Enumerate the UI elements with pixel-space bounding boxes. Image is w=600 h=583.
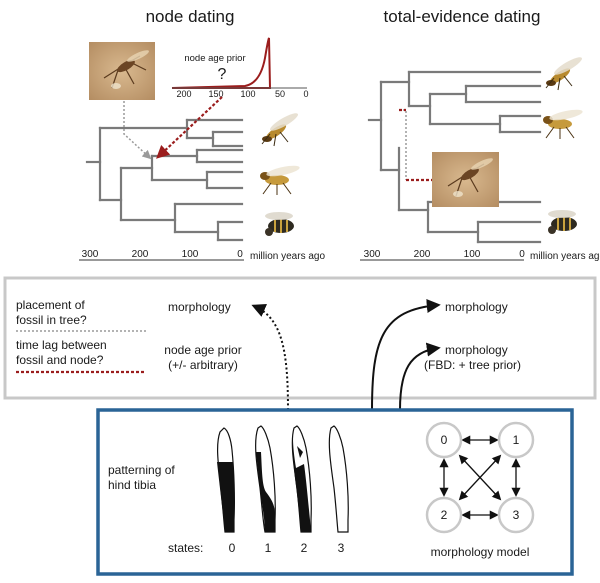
state-3: 3 — [338, 541, 345, 555]
nd-prior-2: (+/- arbitrary) — [168, 358, 238, 372]
model-node-3-label: 3 — [513, 508, 520, 522]
fossil-tip-branch-red — [399, 108, 432, 182]
axis-tick-label: 200 — [176, 89, 191, 99]
character-name-2: hind tibia — [108, 478, 156, 492]
axis-tick-label: 0 — [237, 249, 243, 260]
character-name-1: patterning of — [108, 463, 175, 477]
title-node-dating: node dating — [146, 7, 235, 26]
model-node-1 — [497, 421, 535, 459]
hind-tibia-icon — [255, 425, 276, 533]
arrow-to-nd-morphology — [251, 303, 289, 411]
axis-tick-label: 100 — [464, 249, 481, 260]
te-morphology: morphology — [445, 300, 508, 314]
fossil-placement-arrow — [123, 101, 152, 160]
state-2: 2 — [301, 541, 308, 555]
hind-tibia-icon — [216, 427, 235, 533]
state-1: 1 — [265, 541, 272, 555]
model-node-0 — [425, 421, 463, 459]
model-node-0-label: 0 — [441, 433, 448, 447]
comparison-panel — [3, 276, 597, 400]
axis-tick-label: 300 — [82, 249, 99, 260]
model-node-3 — [497, 496, 535, 534]
wasp-photo-icon — [265, 212, 294, 236]
nd-morphology: morphology — [168, 300, 231, 314]
arrow-to-te-morphology-fbd — [399, 342, 441, 411]
right-time-axis: 300 200 100 0 million years ago — [360, 249, 600, 262]
model-label: morphology model — [431, 545, 530, 559]
prior-question: ? — [218, 66, 227, 83]
right-tree — [367, 70, 542, 244]
axis-tick-label: 150 — [208, 89, 223, 99]
model-node-1-label: 1 — [513, 433, 520, 447]
arrow-to-te-morphology — [371, 299, 441, 411]
prior-label: node age prior — [184, 53, 245, 64]
axis-tick-label: 200 — [132, 249, 149, 260]
wasp-photo-icon — [261, 113, 298, 147]
axis-tick-label: 100 — [182, 249, 199, 260]
axis-tick-label: 0 — [303, 89, 308, 99]
nd-prior-1: node age prior — [164, 343, 241, 357]
states-label: states: — [168, 541, 203, 555]
axis-tick-label: 200 — [414, 249, 431, 260]
placement-question-1: placement of — [16, 298, 85, 312]
placement-question-2: fossil in tree? — [16, 313, 87, 327]
axis-tick-label: 300 — [364, 249, 381, 260]
left-time-axis: 300 200 100 0 million years ago — [79, 249, 325, 262]
morphology-model: 0 1 2 3 morphology model — [425, 421, 535, 559]
axis-unit-right: million years ago — [530, 251, 600, 262]
te-morphology-2: morphology — [445, 343, 508, 357]
state-0: 0 — [229, 541, 236, 555]
time-lag-question-2: fossil and node? — [16, 353, 104, 367]
te-fbd: (FBD: + tree prior) — [424, 358, 521, 372]
hind-tibia-icon — [291, 425, 312, 533]
wasp-photo-icon — [543, 109, 583, 139]
model-node-2-label: 2 — [441, 508, 448, 522]
model-node-2 — [425, 496, 463, 534]
axis-tick-label: 100 — [240, 89, 255, 99]
fossil-photo-icon — [432, 152, 499, 207]
fossil-photo-icon — [89, 42, 155, 100]
axis-unit-left: million years ago — [250, 251, 325, 262]
fossil-tip-branch-gray — [399, 109, 407, 180]
prior-ticks: 200 150 100 50 0 — [176, 89, 308, 99]
wasp-photo-icon — [548, 210, 577, 234]
wasp-photo-icon — [545, 57, 582, 91]
prior-curve — [171, 37, 272, 89]
hind-tibia-icon — [328, 425, 349, 533]
node-age-prior-inset: node age prior ? 200 150 100 50 0 — [171, 37, 309, 99]
time-lag-question-1: time lag between — [16, 338, 107, 352]
axis-tick-label: 0 — [519, 249, 525, 260]
wasp-photo-icon — [260, 165, 300, 195]
title-total-evidence: total-evidence dating — [384, 7, 541, 26]
axis-tick-label: 50 — [275, 89, 285, 99]
left-tree — [85, 118, 244, 242]
